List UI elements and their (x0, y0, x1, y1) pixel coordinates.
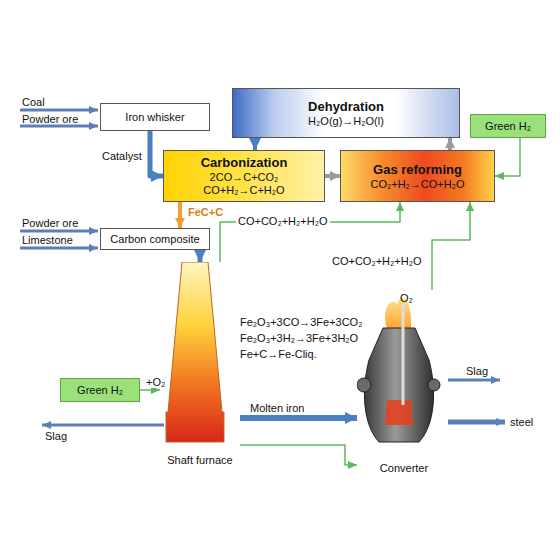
output-label: Slag (466, 365, 488, 377)
source-box: Green H₂ (470, 114, 546, 138)
edge-label: CO+CO₂+H₂+H₂O (236, 215, 330, 227)
box-text: 2CO→C+CO₂ (210, 171, 279, 184)
process-box: Iron whisker (100, 103, 210, 131)
gas-label: O₂ (400, 292, 413, 304)
furnace-body (160, 262, 230, 467)
flow-arrow (240, 415, 357, 421)
input-label: Limestone (22, 234, 73, 246)
flow-arrow (150, 131, 163, 176)
box-text: Iron whisker (125, 111, 184, 124)
edge-label: +O₂ (144, 376, 167, 388)
box-text: Shaft furnace (160, 454, 240, 467)
source-box: Green H₂ (60, 378, 140, 402)
edge-label: Molten iron (248, 402, 306, 414)
flow-arrow (198, 250, 203, 262)
box-heading: Carbonization (201, 155, 288, 171)
box-heading: Dehydration (308, 99, 384, 115)
flow-arrow (253, 138, 257, 150)
input-label: Powder ore (22, 113, 78, 125)
output-label: steel (510, 416, 533, 428)
box-text: CO+H₂→C+H₂O (203, 184, 284, 197)
converter-vessel: Converter (357, 290, 451, 475)
box-text: H₂O(g)→H₂O(l) (308, 115, 384, 128)
output-label: Slag (45, 430, 67, 442)
process-box: Carbon composite (100, 228, 210, 250)
converter-body (357, 290, 441, 475)
process-box: Gas reformingCO₂+H₂→CO+H₂O (340, 150, 495, 202)
input-label: Coal (22, 96, 45, 108)
flow-arrow (325, 174, 340, 178)
edge-label: CO+CO₂+H₂+H₂O (330, 255, 424, 267)
flow-arrow (495, 138, 520, 176)
edge-label: FeC+C (186, 206, 225, 218)
process-box: Carbonization2CO→C+CO₂CO+H₂→C+H₂O (163, 150, 325, 202)
flow-arrow (220, 202, 400, 262)
reaction-equation: Fe₂O₃+3H₂→3Fe+3H₂O (240, 332, 358, 344)
reaction-equation: Fe+C→Fe-Cliq. (240, 348, 317, 360)
box-heading: Gas reforming (373, 162, 462, 178)
edge-label: Catalyst (100, 150, 144, 162)
flow-arrow (240, 445, 357, 465)
flow-arrow (140, 389, 160, 391)
process-box: DehydrationH₂O(g)→H₂O(l) (232, 88, 460, 138)
input-label: Powder ore (22, 217, 78, 229)
box-text: Green H₂ (77, 384, 123, 397)
flow-arrow (178, 202, 182, 228)
box-text: Carbon composite (110, 233, 199, 246)
box-text: Converter (357, 462, 451, 475)
reaction-equation: Fe₂O₃+3CO→3Fe+3CO₂ (240, 316, 362, 328)
flow-arrow (432, 202, 470, 290)
flow-arrow (448, 138, 452, 150)
box-text: Green H₂ (485, 120, 531, 133)
shaft-furnace: Shaft furnace (160, 262, 240, 467)
box-text: CO₂+H₂→CO+H₂O (370, 178, 464, 191)
